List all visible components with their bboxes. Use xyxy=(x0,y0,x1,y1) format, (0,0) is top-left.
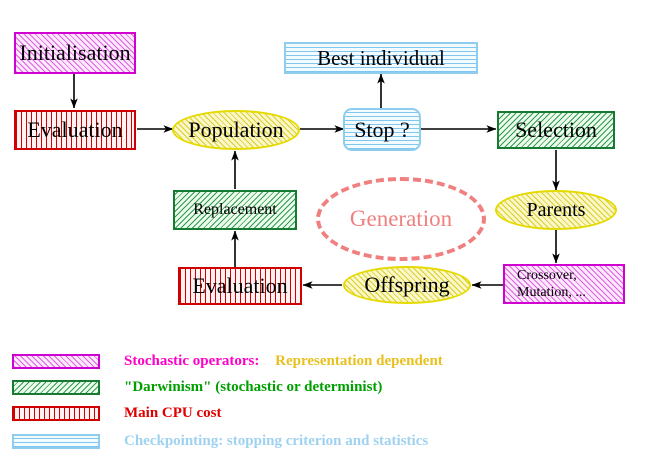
node-best-individual-label: Best individual xyxy=(317,45,445,70)
node-generation-label: Generation xyxy=(349,206,453,231)
node-evaluation-top[interactable]: Evaluation xyxy=(14,110,136,150)
node-crossover-mutation[interactable]: Crossover, Mutation, ... xyxy=(503,264,625,304)
legend-row-stochastic-operators: Stochastic operators: Representation dep… xyxy=(12,350,443,372)
node-crossover-mutation-label-line2: Mutation, ... xyxy=(517,285,586,300)
legend-row-checkpointing: Checkpointing: stopping criterion and st… xyxy=(12,430,428,452)
node-selection[interactable]: Selection xyxy=(497,111,615,149)
legend-label-darwinism: "Darwinism" (stochastic or determinist) xyxy=(124,378,383,395)
node-offspring[interactable]: Offspring xyxy=(343,266,471,304)
legend-row-darwinism: "Darwinism" (stochastic or determinist) xyxy=(12,376,382,398)
node-population[interactable]: Population xyxy=(172,110,300,150)
legend-swatch-green-diagonal-hatch xyxy=(12,379,100,395)
node-stop[interactable]: Stop ? xyxy=(343,108,421,151)
node-initialisation-label: Initialisation xyxy=(19,40,131,65)
legend-label-checkpointing: Checkpointing: stopping criterion and st… xyxy=(124,432,429,449)
legend-row-main-cpu-cost: Main CPU cost xyxy=(12,402,222,424)
legend-label-main-cpu-cost: Main CPU cost xyxy=(124,404,222,421)
node-replacement-label: Replacement xyxy=(193,201,277,218)
node-crossover-mutation-label-line1: Crossover, xyxy=(517,267,577,283)
node-generation: Generation xyxy=(316,177,486,261)
node-evaluation-top-label: Evaluation xyxy=(27,117,123,142)
node-best-individual[interactable]: Best individual xyxy=(284,42,478,74)
node-parents-label: Parents xyxy=(526,198,586,221)
node-evaluation-bottom-label: Evaluation xyxy=(192,273,288,298)
node-evaluation-bottom[interactable]: Evaluation xyxy=(178,267,302,305)
legend-text-stochastic-operators: Stochastic operators: Representation dep… xyxy=(124,353,443,370)
legend-swatch-red-vertical-hatch xyxy=(12,405,100,421)
legend-swatch-blue-horizontal-hatch xyxy=(12,433,100,449)
node-stop-label: Stop ? xyxy=(354,116,410,142)
node-initialisation[interactable]: Initialisation xyxy=(14,32,136,74)
legend-label-stochastic-operators: Stochastic operators: xyxy=(124,352,260,369)
node-selection-label: Selection xyxy=(515,117,597,142)
node-population-label: Population xyxy=(188,117,284,142)
node-replacement[interactable]: Replacement xyxy=(173,190,297,230)
legend-label-representation-dependent: Representation dependent xyxy=(275,352,443,369)
node-parents[interactable]: Parents xyxy=(495,190,617,230)
legend-swatch-magenta-diagonal-hatch xyxy=(12,353,100,369)
node-offspring-label: Offspring xyxy=(364,272,450,297)
